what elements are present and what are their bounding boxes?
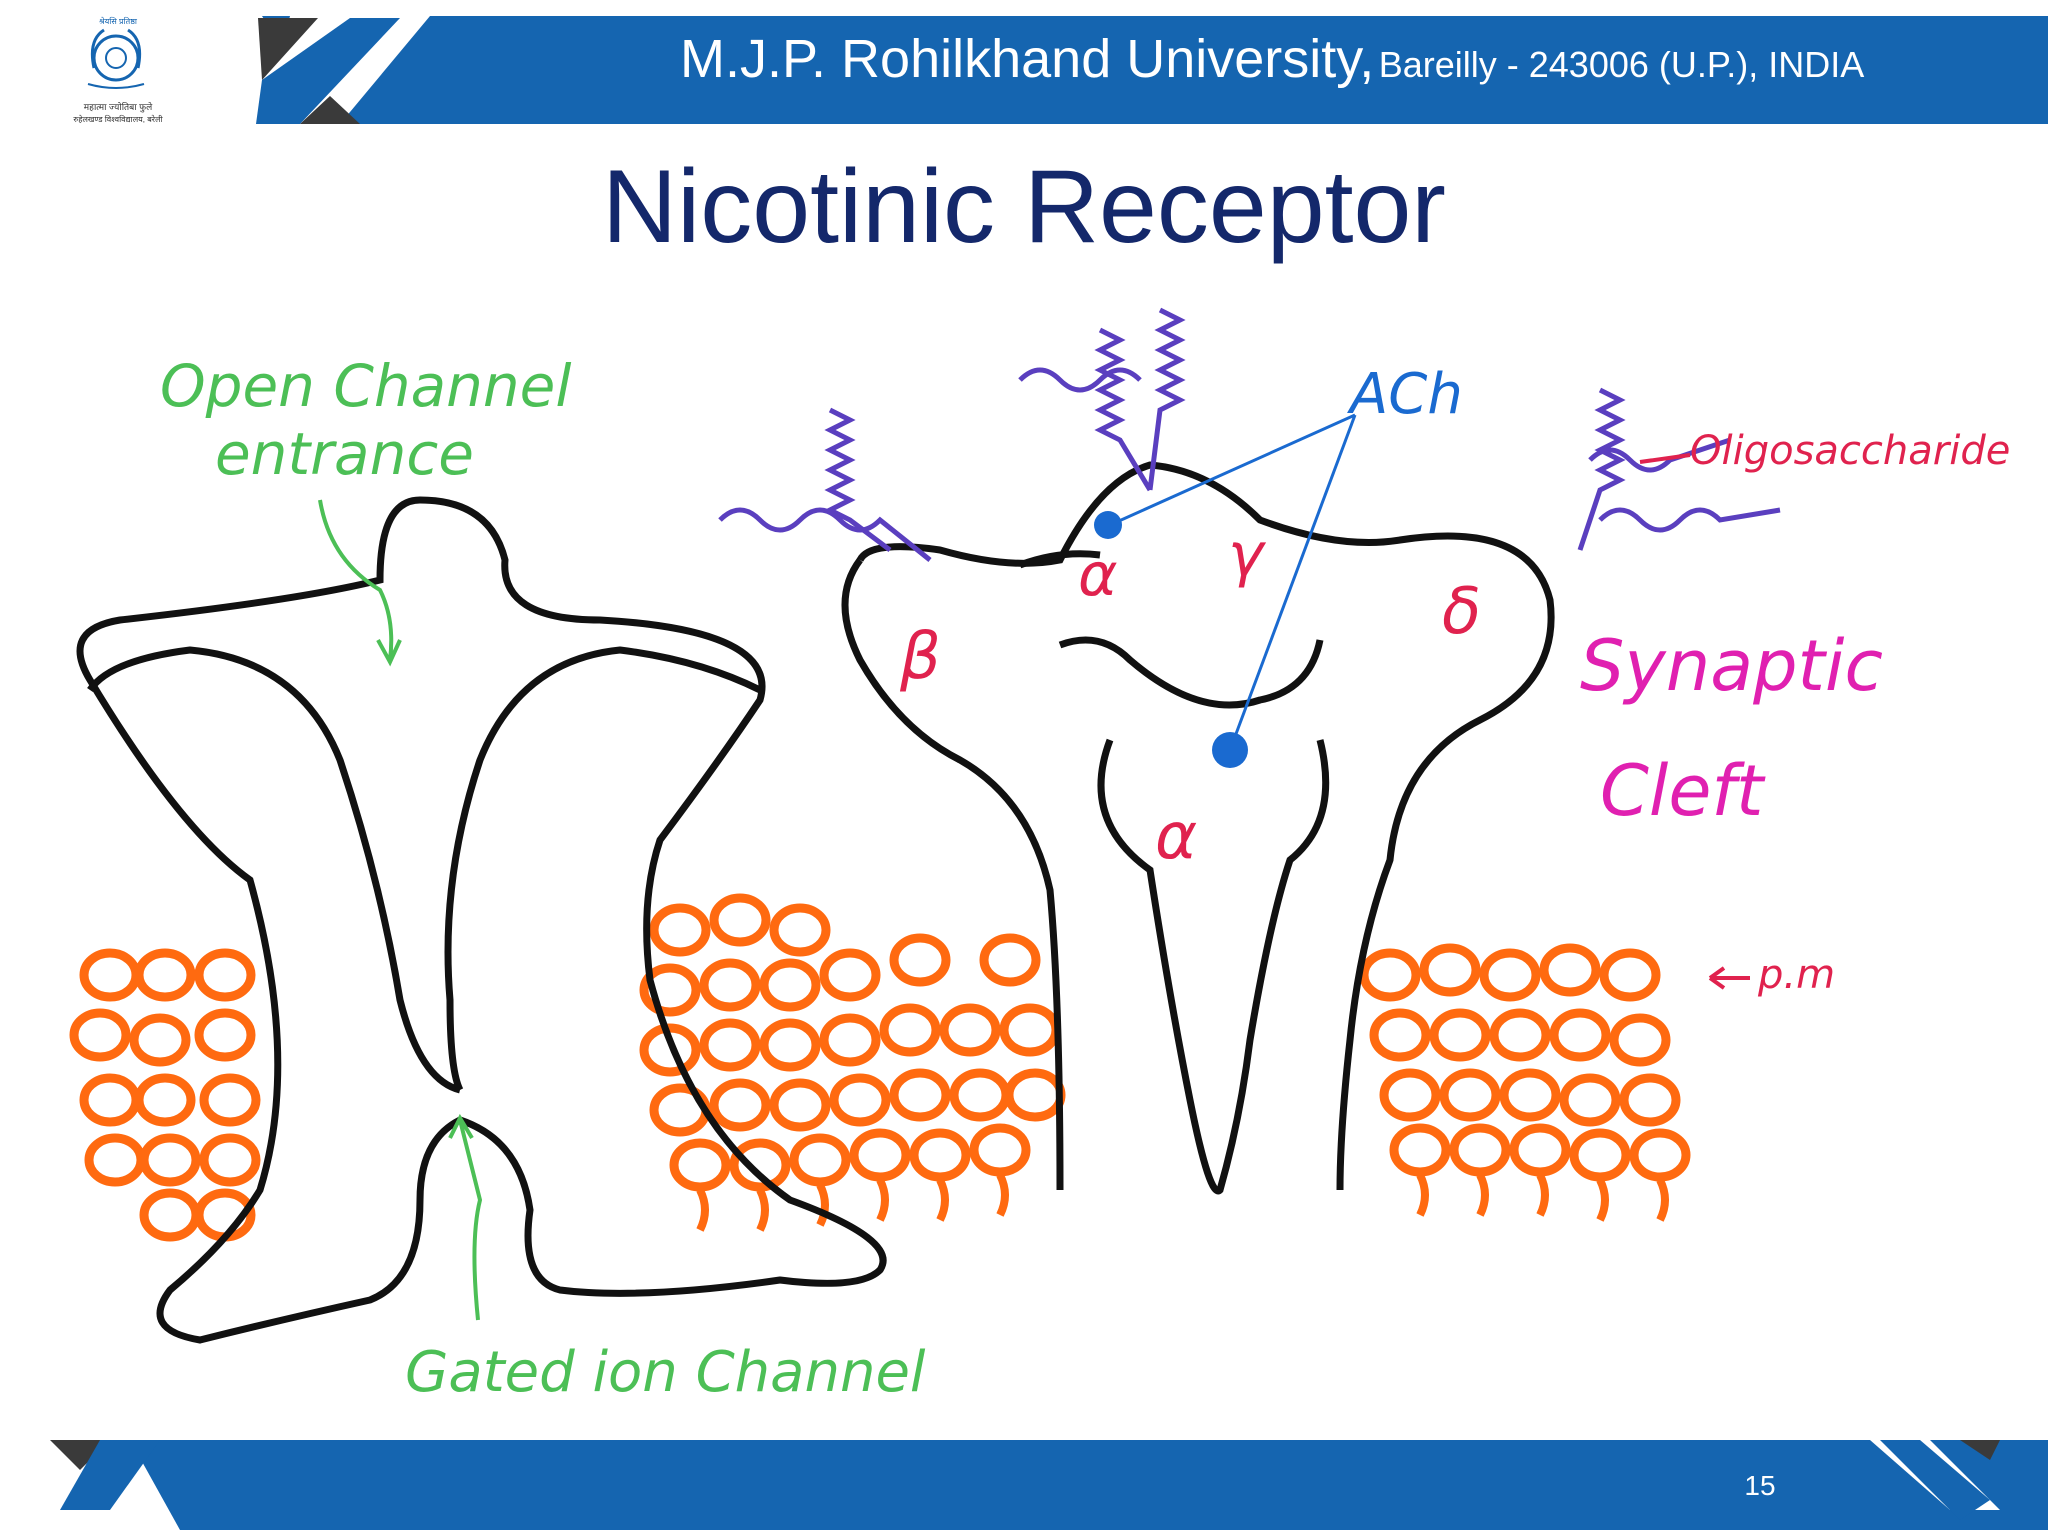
pm-arrow xyxy=(1708,966,1750,990)
alpha-top-subunit-label: α xyxy=(1078,540,1118,610)
synaptic-cleft-label-line1: Synaptic xyxy=(1580,625,1883,707)
logo-text-line2: रुहेलखण्ड विश्वविद्यालय, बरेली xyxy=(73,115,163,124)
footer-band xyxy=(50,1440,2048,1530)
gated-channel-arrow xyxy=(448,1113,483,1321)
membrane-left xyxy=(74,953,256,1237)
page-number: 15 xyxy=(1744,1470,1776,1501)
logo-text-line1: महात्मा ज्योतिबा फुले xyxy=(83,102,153,112)
university-name: M.J.P. Rohilkhand University, xyxy=(680,29,1375,89)
open-channel-arrow xyxy=(318,499,402,667)
ach-binding-site-top xyxy=(1094,511,1122,539)
slide-title: Nicotinic Receptor xyxy=(602,149,1446,265)
channel-inner-right xyxy=(444,646,762,1092)
membrane-right xyxy=(1364,948,1686,1222)
channel-protein-outline xyxy=(76,496,887,1344)
nicotinic-receptor-diagram xyxy=(0,307,1781,1344)
plasma-membrane-label: p.m xyxy=(1758,952,1836,998)
oligosaccharide-pointer xyxy=(1639,453,1691,464)
channel-inner-left xyxy=(87,646,462,1094)
gamma-subunit-label: γ xyxy=(1228,520,1264,590)
ach-binding-lines xyxy=(1109,413,1357,751)
membrane-middle xyxy=(644,898,1061,1232)
ach-label: ACh xyxy=(1350,362,1463,427)
gated-ion-channel-label: Gated ion Channel xyxy=(405,1340,926,1405)
ach-binding-site-bottom xyxy=(1212,732,1248,768)
receptor-protein-outline xyxy=(856,461,1555,1191)
header-band xyxy=(256,16,2048,124)
receptor-top-lip xyxy=(1018,550,1101,569)
university-logo: महात्मा ज्योतिबा फुले रुहेलखण्ड विश्वविद… xyxy=(48,10,188,130)
receptor-alpha-pocket xyxy=(1058,636,1324,709)
delta-subunit-label: δ xyxy=(1442,575,1482,649)
oligosaccharide-label: Oligosaccharide xyxy=(1690,428,2011,474)
header-title: M.J.P. Rohilkhand University, Bareilly -… xyxy=(680,28,1980,108)
receptor-left-outline xyxy=(841,557,1064,1191)
open-channel-label-line1: Open Channel xyxy=(160,352,572,420)
receptor-stem xyxy=(1097,738,1330,1195)
synaptic-cleft-label-line2: Cleft xyxy=(1600,750,1764,832)
open-channel-label-line2: entrance xyxy=(215,420,474,488)
university-location: Bareilly - 243006 (U.P.), INDIA xyxy=(1378,44,1865,85)
beta-subunit-label: β xyxy=(900,620,941,694)
oligosaccharide-chains xyxy=(718,307,1781,562)
alpha-bottom-subunit-label: α xyxy=(1155,800,1198,874)
logo-arc-text: श्रेयसि प्रतिष्ठा xyxy=(99,17,137,26)
